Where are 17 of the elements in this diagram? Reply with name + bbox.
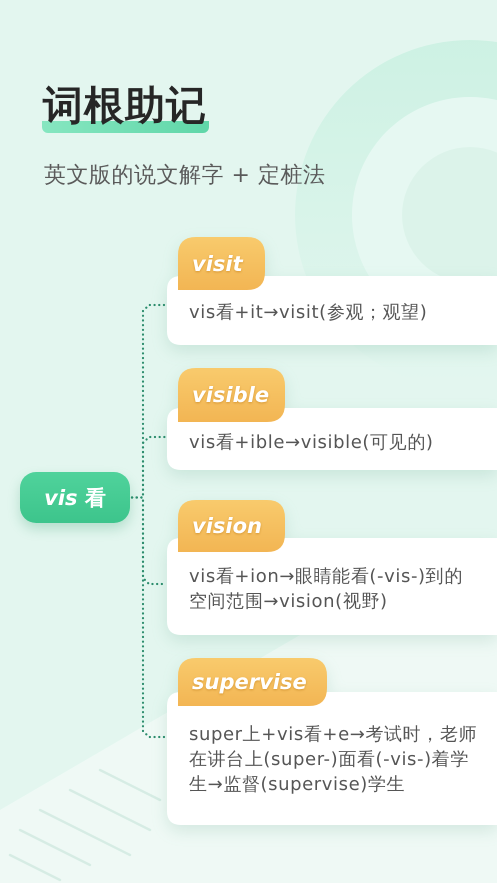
root-node xyxy=(20,472,130,523)
definition-text: vis看+ion→眼睛能看(-vis-)到的空间范围→vision(视野) xyxy=(189,565,464,614)
definition-text: super上+vis看+e→考试时，老师在讲台上(super-)面看(-vis-)着学生→监督(supervise)学生 xyxy=(189,723,478,797)
word-card xyxy=(167,368,497,470)
word-title: supervise xyxy=(192,669,307,696)
word-title: visit xyxy=(192,251,243,278)
root-word: vis 看 xyxy=(44,484,106,512)
word-card xyxy=(167,237,497,345)
definition-text: vis看+ible→visible(可见的) xyxy=(189,431,434,455)
word-title: visible xyxy=(192,382,270,409)
word-card xyxy=(167,658,497,825)
definition-text: vis看+it→visit(参观；观望) xyxy=(189,301,428,325)
word-card xyxy=(167,500,497,635)
dotted-connector xyxy=(130,496,166,738)
title: 词根助记 xyxy=(42,83,209,133)
word-title: vision xyxy=(192,513,262,540)
subtitle: 英文版的说文解字 + 定桩法 xyxy=(44,162,326,190)
